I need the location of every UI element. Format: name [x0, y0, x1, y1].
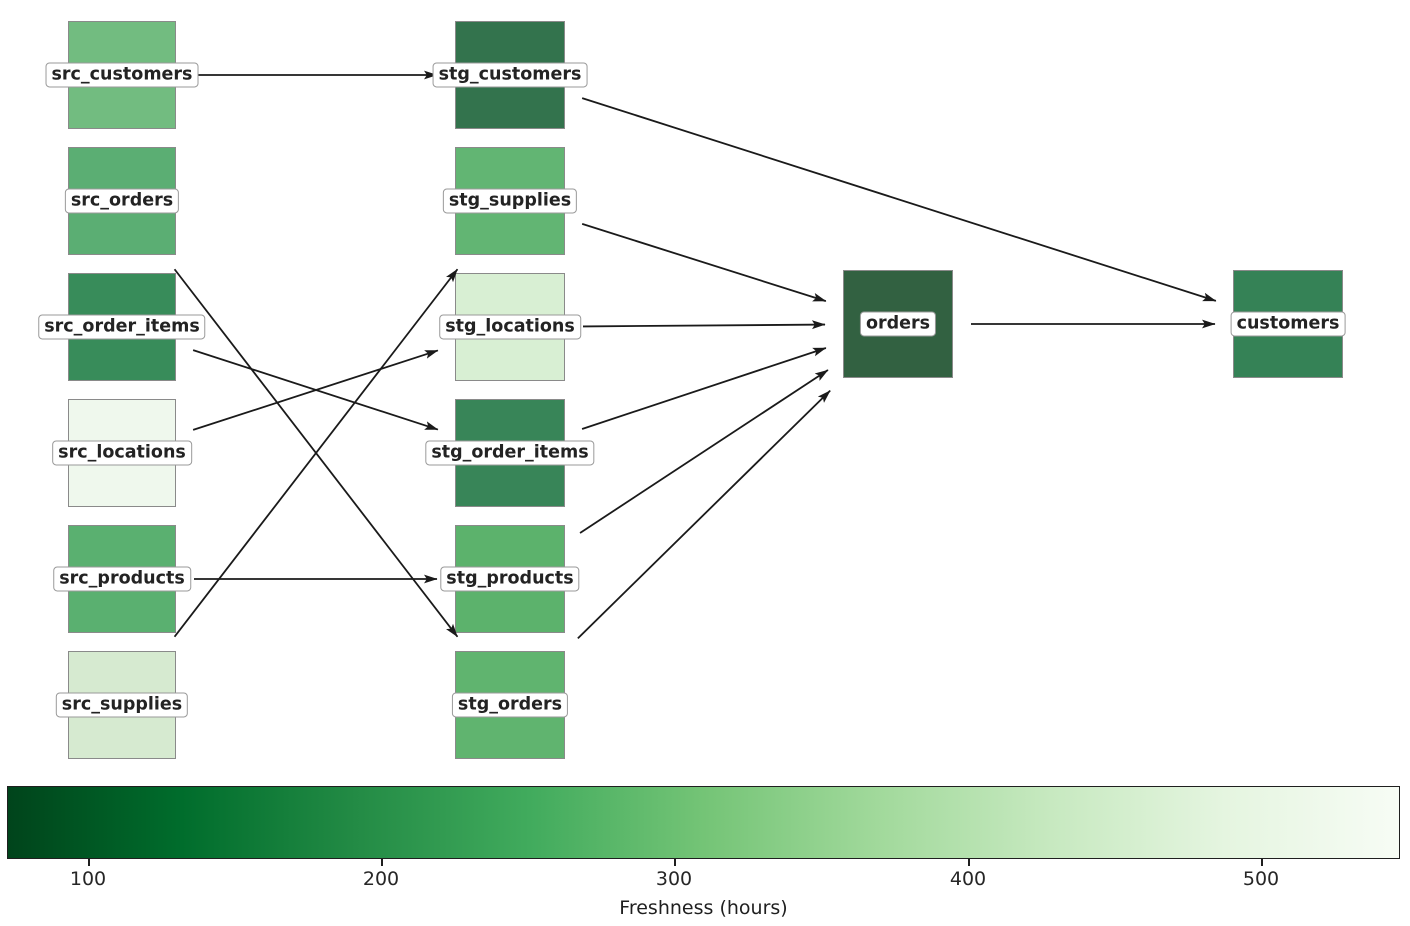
- edge-stg_order_items-to-orders: [581, 347, 827, 430]
- edge-src_order_items-to-stg_order_items: [192, 349, 439, 431]
- edge-stg_orders-to-orders: [577, 389, 831, 640]
- node-label-stg_order_items: stg_order_items: [425, 440, 595, 466]
- edge-stg_customers-to-customers: [581, 97, 1217, 302]
- colorbar-tick-mark-100: [88, 859, 90, 866]
- colorbar-tick-label-200: 200: [362, 868, 400, 890]
- node-stg_order_items: [455, 399, 565, 507]
- node-label-orders: orders: [859, 311, 937, 337]
- edge-stg_supplies-to-orders: [581, 223, 827, 302]
- colorbar-tick-mark-300: [674, 859, 676, 866]
- node-src_customers: [68, 21, 176, 129]
- node-label-src_locations: src_locations: [52, 440, 192, 466]
- node-label-stg_supplies: stg_supplies: [442, 188, 578, 214]
- edge-stg_locations-to-orders: [582, 320, 826, 330]
- node-stg_locations: [455, 273, 565, 381]
- edge-stg_products-to-orders: [579, 369, 829, 534]
- node-orders: [843, 270, 953, 378]
- edge-src_orders-to-stg_orders: [173, 268, 459, 638]
- node-src_supplies: [68, 651, 176, 759]
- node-label-src_supplies: src_supplies: [55, 692, 189, 718]
- node-src_order_items: [68, 273, 176, 381]
- node-stg_customers: [455, 21, 565, 129]
- node-label-src_order_items: src_order_items: [38, 314, 206, 340]
- colorbar-tick-mark-200: [381, 859, 383, 866]
- node-src_products: [68, 525, 176, 633]
- node-label-customers: customers: [1230, 311, 1346, 337]
- node-label-src_products: src_products: [53, 566, 191, 592]
- colorbar-tick-label-400: 400: [949, 868, 987, 890]
- colorbar-tick-mark-400: [968, 859, 970, 866]
- node-label-stg_orders: stg_orders: [451, 692, 569, 718]
- node-label-stg_products: stg_products: [440, 566, 580, 592]
- node-src_orders: [68, 147, 176, 255]
- node-customers: [1233, 270, 1343, 378]
- node-src_locations: [68, 399, 176, 507]
- node-stg_orders: [455, 651, 565, 759]
- node-stg_products: [455, 525, 565, 633]
- node-label-stg_customers: stg_customers: [432, 62, 588, 88]
- edge-src_locations-to-stg_locations: [192, 349, 439, 431]
- edge-src_supplies-to-stg_supplies: [173, 268, 459, 638]
- colorbar-tick-label-500: 500: [1242, 868, 1280, 890]
- colorbar-tick-label-100: 100: [69, 868, 107, 890]
- node-label-stg_locations: stg_locations: [439, 314, 581, 340]
- colorbar-gradient: [7, 786, 1400, 859]
- node-label-src_customers: src_customers: [45, 62, 199, 88]
- colorbar-tick-label-300: 300: [655, 868, 693, 890]
- colorbar-tick-mark-500: [1261, 859, 1263, 866]
- colorbar-axis-label: Freshness (hours): [619, 897, 788, 919]
- node-label-src_orders: src_orders: [64, 188, 180, 214]
- node-stg_supplies: [455, 147, 565, 255]
